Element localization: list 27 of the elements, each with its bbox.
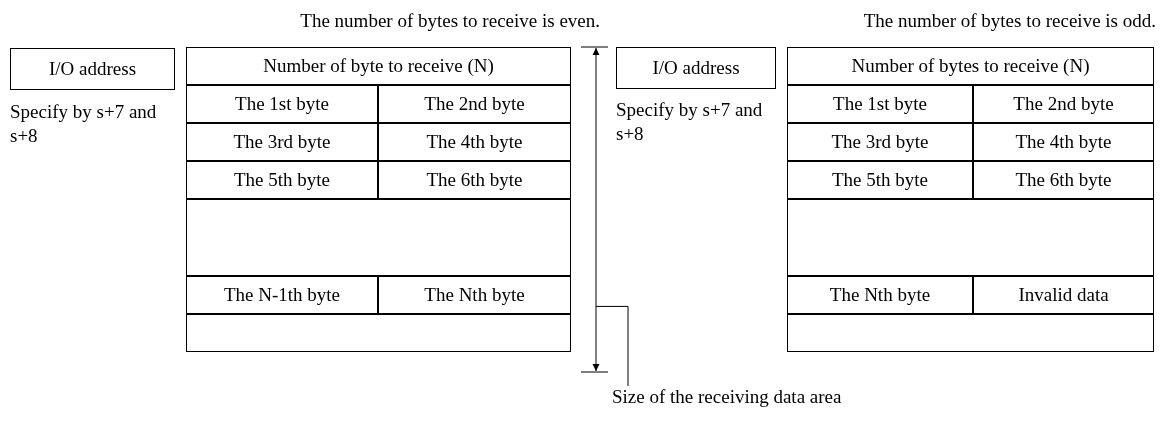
table-cell: The 3rd byte <box>186 123 378 161</box>
address-box: I/O address <box>10 48 175 90</box>
table-cell: The N-1th byte <box>186 276 378 314</box>
table-cell: The 3rd byte <box>787 123 973 161</box>
table-cell: The 6th byte <box>973 161 1154 199</box>
table-cell: The Nth byte <box>378 276 571 314</box>
table-cell: The 1st byte <box>186 85 378 123</box>
table-cell: Number of byte to receive (N) <box>186 47 571 85</box>
table-cell: The 2nd byte <box>378 85 571 123</box>
leader-line <box>595 305 629 387</box>
table-cell: Invalid data <box>973 276 1154 314</box>
heading-text: The number of bytes to receive is even. <box>299 10 600 33</box>
address-note: Specify by s+7 and s+8 <box>616 98 764 146</box>
table-cell: The 4th byte <box>973 123 1154 161</box>
table-cell: The 4th byte <box>378 123 571 161</box>
table-cell: Number of bytes to receive (N) <box>787 47 1154 85</box>
dimension-caption: Size of the receiving data area <box>612 386 872 412</box>
table-cell: The 6th byte <box>378 161 571 199</box>
table-cell: The 5th byte <box>787 161 973 199</box>
dimension-arrow <box>592 47 600 372</box>
table-cell: The Nth byte <box>787 276 973 314</box>
table-cell: The 2nd byte <box>973 85 1154 123</box>
address-note: Specify by s+7 and s+8 <box>10 100 158 148</box>
address-box: I/O address <box>616 47 776 89</box>
table-cell: The 1st byte <box>787 85 973 123</box>
table-cell: The 5th byte <box>186 161 378 199</box>
heading-text: The number of bytes to receive is odd. <box>862 10 1156 33</box>
